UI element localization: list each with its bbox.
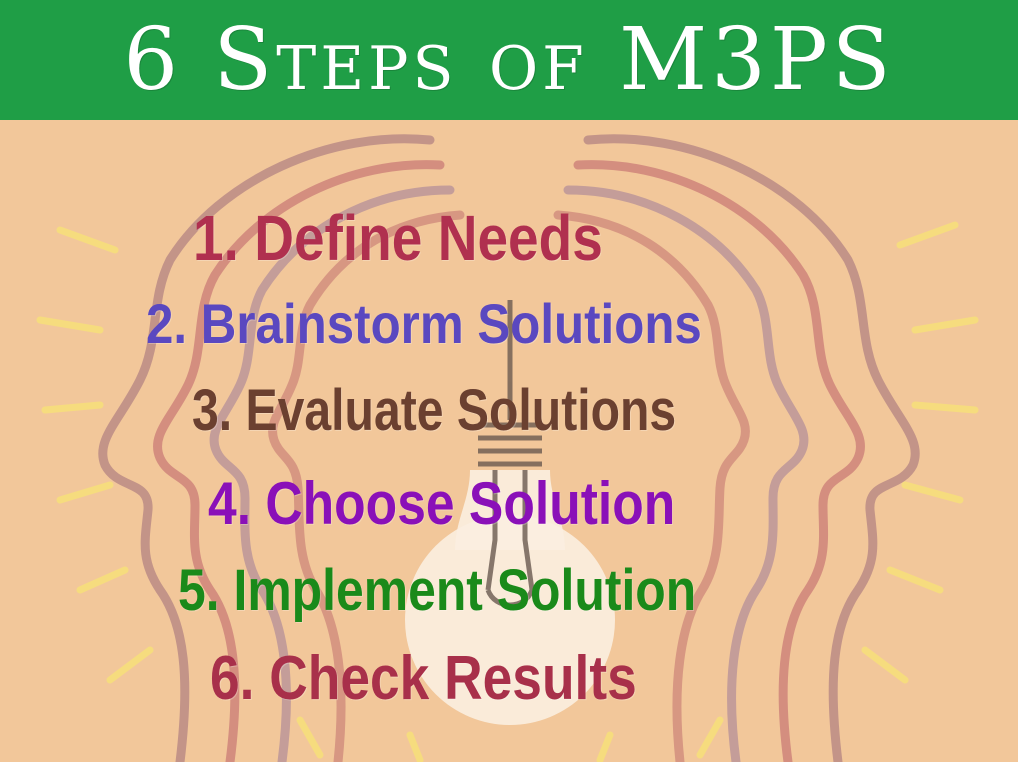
title-banner: 6 Steps of M3PS [0, 0, 1018, 120]
step-check-results: 6. Check Results [210, 644, 637, 713]
step-brainstorm-solutions: 2. Brainstorm Solutions [146, 292, 702, 355]
light-bulb [405, 300, 615, 725]
step-implement-solution: 5. Implement Solution [178, 558, 697, 623]
step-define-needs: 1. Define Needs [193, 202, 603, 274]
page-title: 6 Steps of M3PS [123, 10, 895, 110]
step-evaluate-solutions: 3. Evaluate Solutions [192, 378, 677, 443]
right-head-profiles [553, 134, 920, 762]
light-rays [36, 221, 979, 762]
head-profiles-lightbulb-icon [36, 134, 979, 762]
left-head-profiles [98, 134, 465, 762]
step-choose-solution: 4. Choose Solution [208, 470, 676, 537]
